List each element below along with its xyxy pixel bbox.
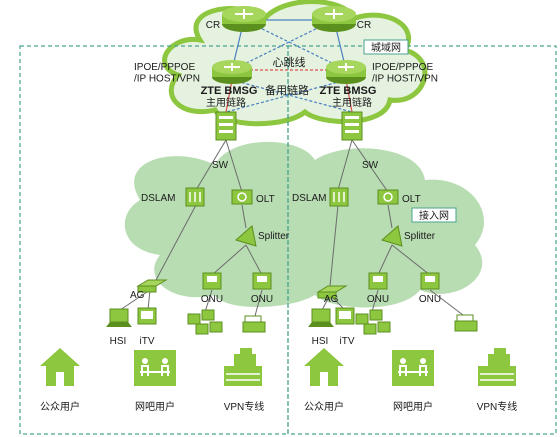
main-link-left-label: 主用链路 xyxy=(206,96,246,109)
bmsg-left-label: ZTE BMSG xyxy=(201,85,258,97)
zone-left-border xyxy=(19,45,289,435)
vpn-building-right-icon xyxy=(478,348,516,386)
dslam-left-icon xyxy=(185,187,205,207)
itv-set-right-icon xyxy=(335,307,355,325)
hsi-laptop-left-icon xyxy=(106,308,132,327)
itv-right-label: iTV xyxy=(340,336,355,347)
customer-left-vpn-label: VPN专线 xyxy=(224,400,265,413)
bmsg-router-right-icon xyxy=(326,60,366,84)
metro-label: 城域网 xyxy=(371,41,401,54)
ag-left-icon xyxy=(136,279,168,293)
hsi-left-label: HSI xyxy=(110,336,127,347)
onu-left-2-icon xyxy=(252,272,272,290)
access-types-right-label: IPOE/PPPOE/IP HOST/VPN xyxy=(372,62,438,85)
main-link-right-label: 主用链路 xyxy=(332,96,372,109)
netcafe-right-icon xyxy=(392,350,434,386)
sw-switch-left-icon xyxy=(215,111,237,141)
heartbeat-label: 心跳线 xyxy=(273,55,306,69)
onu-right-1-icon xyxy=(368,272,388,290)
onu-right-2-icon xyxy=(420,272,440,290)
access-cloud xyxy=(124,141,485,308)
customer-right-netcafe-label: 网吧用户 xyxy=(393,400,433,413)
dslam-left-label: DSLAM xyxy=(141,193,175,204)
sw-switch-right-icon xyxy=(341,111,363,141)
vpn-building-left-icon xyxy=(224,348,262,386)
sw-left-label: SW xyxy=(212,160,229,171)
cr-left-label: CR xyxy=(206,20,220,31)
splitter-right-icon xyxy=(380,225,403,247)
access-links xyxy=(119,139,464,317)
metro-label-box xyxy=(363,39,409,55)
access-net-label: 接入网 xyxy=(419,209,449,222)
splitter-left-label: Splitter xyxy=(258,231,290,242)
olt-left-icon xyxy=(231,189,253,205)
home-right-icon xyxy=(304,348,344,386)
olt-right-icon xyxy=(377,189,399,205)
customer-right-vpn-label: VPN专线 xyxy=(477,400,518,413)
onu-right-2-label: ONU xyxy=(419,294,441,305)
dslam-right-label: DSLAM xyxy=(292,193,326,204)
ag-right-icon xyxy=(316,285,348,299)
hsi-right-label: HSI xyxy=(312,336,329,347)
itv-left-label: iTV xyxy=(140,336,155,347)
hsi-laptop-right-icon xyxy=(308,308,334,327)
onu-left-1-label: ONU xyxy=(201,294,223,305)
cr-router-right-icon xyxy=(312,6,356,32)
splitter-left-icon xyxy=(234,225,257,247)
printer-left-icon xyxy=(242,315,266,333)
onu-left-1-icon xyxy=(202,272,222,290)
splitter-right-label: Splitter xyxy=(404,231,436,242)
ag-right-label: AG xyxy=(324,294,339,305)
dslam-right-icon xyxy=(329,187,349,207)
onu-right-1-label: ONU xyxy=(367,294,389,305)
metro-links xyxy=(225,19,353,113)
itv-set-left-icon xyxy=(137,307,157,325)
customer-left-netcafe-label: 网吧用户 xyxy=(135,400,175,413)
olt-left-label: OLT xyxy=(256,194,275,205)
printer-right-icon xyxy=(454,314,478,332)
access-net-label-box xyxy=(411,207,457,223)
home-left-icon xyxy=(40,348,80,386)
access-types-left-label: IPOE/PPPOE/IP HOST/VPN xyxy=(134,62,200,85)
backup-link-label: 备用链路 xyxy=(265,83,309,97)
cr-right-label: CR xyxy=(357,20,371,31)
sw-right-label: SW xyxy=(362,160,379,171)
pc-cluster-left-icon xyxy=(187,309,223,335)
onu-left-2-label: ONU xyxy=(251,294,273,305)
netcafe-left-icon xyxy=(134,350,176,386)
bmsg-right-label: ZTE BMSG xyxy=(320,85,377,97)
olt-right-label: OLT xyxy=(402,194,421,205)
customer-right-public-label: 公众用户 xyxy=(304,400,344,413)
ag-left-label: AG xyxy=(130,290,145,301)
zone-right-border xyxy=(287,45,557,435)
bmsg-router-left-icon xyxy=(212,60,252,84)
customer-left-public-label: 公众用户 xyxy=(40,400,80,413)
pc-cluster-right-icon xyxy=(355,309,391,335)
cr-router-left-icon xyxy=(222,6,266,32)
